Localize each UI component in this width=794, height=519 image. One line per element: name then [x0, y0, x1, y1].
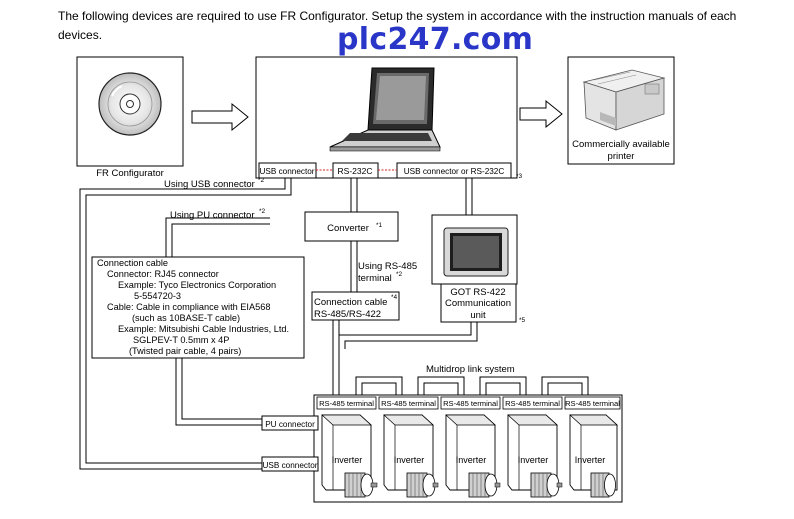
inverter-unit-2: RS-485 terminal Inverter — [378, 396, 439, 498]
rs485-label-line1: Using RS-485 — [358, 261, 417, 272]
rs485-terminal-label: RS-485 terminal — [443, 399, 498, 408]
cable-spec-line: SGLPEV-T 0.5mm x 4P — [133, 335, 229, 345]
motor-icon — [468, 472, 501, 498]
multidrop-label: Multidrop link system — [426, 364, 515, 375]
got-box: GOT RS-422 Communication unit *5 — [431, 214, 526, 324]
got-to-inverter — [338, 322, 472, 343]
pu-cable — [165, 217, 270, 257]
rs485-terminal-label: RS-485 terminal — [381, 399, 436, 408]
got-panel-icon — [443, 227, 509, 277]
printer-icon — [582, 69, 666, 131]
usb-cable — [79, 178, 286, 470]
inverter-group: PU connector USB connector RS-485 termin… — [261, 394, 623, 503]
converter-label: Converter — [327, 223, 369, 234]
motor-icon — [530, 472, 563, 498]
usb-connector-label: USB connector — [262, 461, 317, 470]
rs485-label-line2: terminal — [358, 273, 392, 284]
cable-spec-line: Cable: Cable in compliance with EIA568 — [107, 302, 270, 312]
printer-box: Commercially available printer — [567, 56, 675, 165]
inverter-unit-1: RS-485 terminal Inverter — [316, 396, 378, 498]
multidrop-loop-3 — [479, 376, 527, 395]
motor-icon — [406, 472, 439, 498]
using-pu-note: *2 — [259, 208, 266, 215]
using-usb-label: Using USB connector — [164, 179, 255, 190]
rs485-terminal-label: RS-485 terminal — [505, 399, 560, 408]
cable-spec-line: Connection cable — [97, 258, 168, 268]
connection-cable-line2: RS-485/RS-422 — [314, 309, 381, 320]
arrow-cd-to-pc — [191, 102, 249, 132]
pu-connector-box — [261, 415, 319, 431]
cable-spec-box: Connection cable Connector: RJ45 connect… — [91, 256, 305, 359]
rs485-terminal-label: RS-485 terminal — [565, 399, 620, 408]
cable-spec-line: Connector: RJ45 connector — [107, 269, 219, 279]
cable-spec-line: (such as 10BASE-T cable) — [132, 313, 240, 323]
watermark: plc247.com — [337, 22, 534, 57]
cd-icon — [98, 72, 162, 136]
multidrop-loop-1 — [355, 376, 403, 395]
printer-label-line2: printer — [608, 151, 635, 162]
laptop-icon — [329, 67, 441, 152]
inverter-label: Inverter — [332, 455, 363, 465]
motor-icon — [344, 472, 378, 498]
got-note: *5 — [519, 317, 526, 324]
converter-box: Converter *1 — [304, 211, 399, 242]
pc-rs232c-port-label: RS-232C — [338, 166, 373, 176]
software-label: FR Configurator — [96, 168, 164, 179]
usb-connector-box — [261, 456, 319, 472]
inverter-label: Inverter — [518, 455, 549, 465]
connection-cable-note: *4 — [391, 294, 398, 301]
cables — [79, 178, 589, 470]
software-cd-box: FR Configurator — [76, 56, 184, 179]
inverter-unit-4: RS-485 terminal Inverter — [502, 396, 563, 498]
got-label-line1: GOT RS-422 — [450, 287, 505, 298]
using-usb-note: *2 — [258, 177, 265, 184]
converter-note: *1 — [376, 222, 383, 229]
pc-usb-port-label: USB connector — [259, 167, 314, 176]
printer-label-line1: Commercially available — [572, 139, 670, 150]
got-label-line2: Communication — [445, 298, 511, 309]
connection-cable-box: Connection cable RS-485/RS-422 *4 — [311, 291, 400, 321]
pc-note-3: *3 — [516, 173, 523, 180]
multidrop-loop-4 — [541, 376, 589, 395]
got-label-line3: unit — [470, 310, 486, 321]
intro-text: The following devices are required to us… — [58, 9, 737, 42]
arrow-pc-to-printer — [519, 99, 563, 129]
inverter-unit-3: RS-485 terminal Inverter — [440, 396, 501, 498]
cable-spec-line: 5-554720-3 — [134, 291, 181, 301]
cable-spec-line: Example: Mitsubishi Cable Industries, Lt… — [118, 324, 289, 334]
connection-cable-line1: Connection cable — [314, 297, 387, 308]
pu-connector-label: PU connector — [265, 420, 315, 429]
rs485-note: *2 — [396, 271, 403, 278]
inverter-label: Inverter — [394, 455, 425, 465]
cable-spec-line: Example: Tyco Electronics Corporation — [118, 280, 276, 290]
multidrop-loop-2 — [417, 376, 465, 395]
pc-box: USB connector RS-232C USB connector or R… — [255, 56, 523, 180]
cable-spec-line: (Twisted pair cable, 4 pairs) — [129, 346, 241, 356]
inverter-label: Inverter — [456, 455, 487, 465]
inverter-label: Inverter — [575, 455, 606, 465]
pc-usb-or-rs232c-port-label: USB connector or RS-232C — [404, 167, 505, 176]
motor-icon — [590, 472, 616, 498]
using-pu-label: Using PU connector — [170, 210, 254, 221]
inverter-unit-5: RS-485 terminal Inverter — [564, 396, 621, 498]
rs485-terminal-label: RS-485 terminal — [319, 399, 374, 408]
